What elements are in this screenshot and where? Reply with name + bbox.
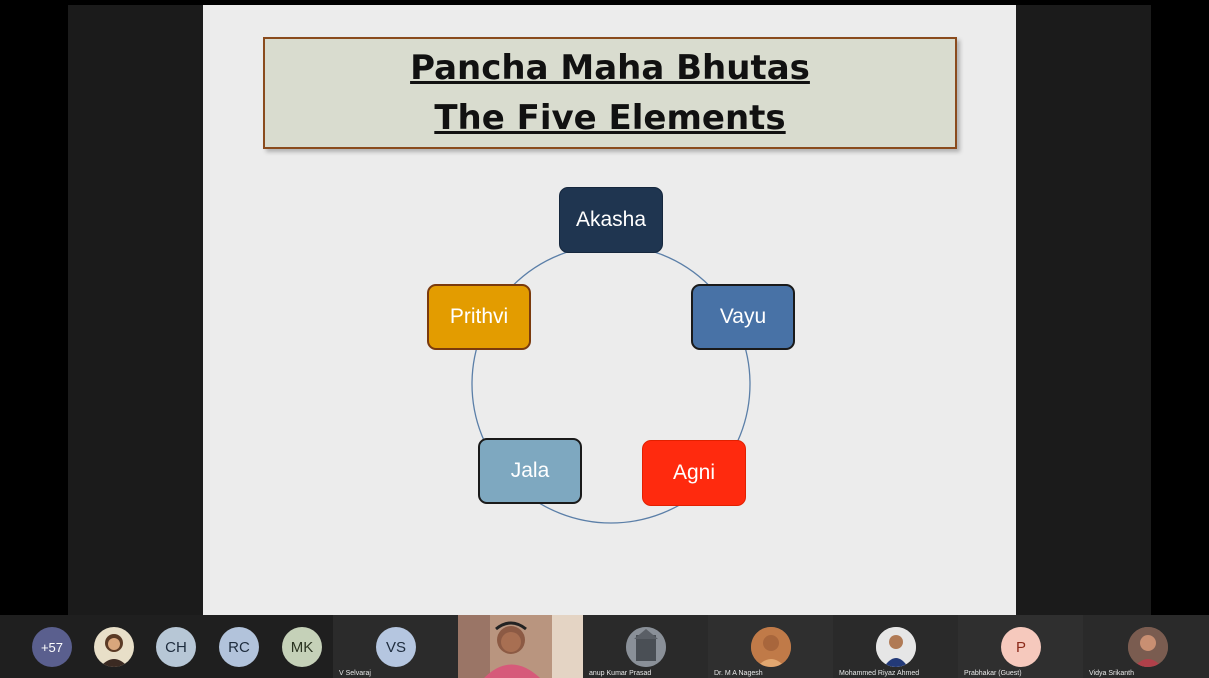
- participant-tile-nagesh[interactable]: Dr. M A Nagesh: [708, 615, 833, 678]
- slide-subtitle: The Five Elements: [434, 98, 786, 138]
- participant-photo-avatar: [626, 627, 666, 667]
- participant-tile-v-selvaraj[interactable]: VS V Selvaraj: [333, 615, 458, 678]
- participant-strip: +57 CH RC MK VS V Selvaraj: [0, 615, 1209, 678]
- participant-name: anup Kumar Prasad: [589, 670, 652, 677]
- participant-tile-riyaz[interactable]: Mohammed Riyaz Ahmed: [833, 615, 958, 678]
- person-photo-icon: [751, 627, 791, 667]
- participant-name: Prabhakar (Guest): [964, 670, 1022, 677]
- slide-title-box: Pancha Maha Bhutas The Five Elements: [263, 37, 957, 149]
- participant-avatar-p: P: [1001, 627, 1041, 667]
- participant-tile-vidya[interactable]: Vidya Srikanth: [1083, 615, 1209, 678]
- elements-cycle-diagram: [471, 244, 751, 524]
- participant-avatar-mk[interactable]: MK: [282, 627, 322, 667]
- node-agni: Agni: [642, 440, 746, 506]
- participant-name: V Selvaraj: [339, 670, 371, 677]
- node-prithvi: Prithvi: [427, 284, 531, 350]
- speaker-video-icon: [458, 615, 583, 678]
- avatar-initials: VS: [385, 638, 406, 656]
- node-jala-label: Jala: [510, 459, 550, 482]
- participant-avatar-ch[interactable]: CH: [156, 627, 196, 667]
- participant-name: Dr. M A Nagesh: [714, 670, 763, 677]
- shared-screen: Pancha Maha Bhutas The Five Elements Aka…: [68, 5, 1151, 615]
- presentation-slide: Pancha Maha Bhutas The Five Elements Aka…: [203, 5, 1016, 615]
- participant-tile-prabhakar[interactable]: P Prabhakar (Guest): [958, 615, 1083, 678]
- person-photo-icon: [100, 634, 128, 667]
- node-akasha-label: Akasha: [575, 208, 647, 231]
- screen-margin-right: [1016, 5, 1151, 615]
- participant-photo-avatar[interactable]: [94, 627, 134, 667]
- participant-photo-avatar: [751, 627, 791, 667]
- participant-tile-anup[interactable]: anup Kumar Prasad: [583, 615, 708, 678]
- participant-name: Vidya Srikanth: [1089, 670, 1135, 677]
- node-jala: Jala: [478, 438, 582, 504]
- node-prithvi-label: Prithvi: [449, 305, 509, 328]
- node-akasha: Akasha: [559, 187, 663, 253]
- participant-name: Mohammed Riyaz Ahmed: [839, 670, 920, 677]
- more-participants-button[interactable]: +57: [32, 627, 72, 667]
- slide-title: Pancha Maha Bhutas: [410, 48, 810, 88]
- avatar-initials: MK: [290, 638, 314, 656]
- building-photo-icon: [626, 627, 666, 667]
- participant-avatar-rc[interactable]: RC: [219, 627, 259, 667]
- person-photo-icon: [1128, 627, 1168, 667]
- node-vayu-label: Vayu: [719, 305, 767, 328]
- participant-photo-avatar: [1128, 627, 1168, 667]
- avatar-initials: P: [1015, 638, 1026, 656]
- participant-tile-active-speaker[interactable]: [458, 615, 583, 678]
- participant-photo-avatar: [876, 627, 916, 667]
- more-participants-count: +57: [40, 639, 64, 655]
- screen-margin-left: [68, 5, 203, 615]
- avatar-initials: RC: [228, 638, 250, 656]
- node-agni-label: Agni: [672, 461, 716, 484]
- node-vayu: Vayu: [691, 284, 795, 350]
- avatar-initials: CH: [165, 638, 187, 656]
- person-photo-icon: [876, 627, 916, 667]
- participant-avatar-vs: VS: [376, 627, 416, 667]
